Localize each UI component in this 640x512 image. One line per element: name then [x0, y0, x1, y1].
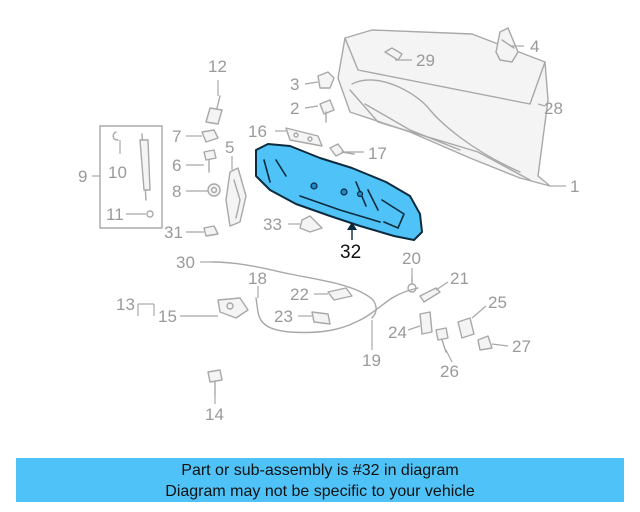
callout-9: 9 [78, 167, 87, 186]
ornament-part-33 [299, 215, 323, 233]
bracket-part-22 [327, 287, 353, 301]
callout-3: 3 [290, 75, 299, 94]
release-cable-part-30 [211, 261, 377, 319]
bracket-part-16 [285, 127, 323, 147]
leader-lines [92, 45, 566, 404]
bolt-part-6 [203, 149, 217, 173]
support-rod-part-12 [205, 95, 223, 125]
callout-24: 24 [388, 323, 407, 342]
callout-17: 17 [368, 144, 387, 163]
callout-28: 28 [544, 99, 563, 118]
latch-part-15 [217, 297, 249, 319]
handle-part-25 [457, 317, 475, 339]
screw-part-26 [435, 327, 449, 353]
hinge-part-5 [225, 167, 247, 227]
parts-diagram: 1 2 3 4 5 6 7 8 9 10 11 12 13 14 15 16 1… [78, 27, 579, 424]
callout-18: 18 [248, 269, 267, 288]
callout-2: 2 [290, 99, 299, 118]
nut-part-7 [201, 129, 219, 143]
bolt-part-17 [329, 143, 355, 157]
grommet-part-8 [207, 183, 221, 197]
callout-12: 12 [208, 57, 227, 76]
callout-32-highlighted: 32 [340, 242, 361, 263]
callout-22: 22 [290, 285, 309, 304]
clip-part-24 [419, 311, 433, 335]
callout-5: 5 [225, 138, 234, 157]
callout-30: 30 [176, 253, 195, 272]
callout-14: 14 [205, 405, 224, 424]
info-banner: Part or sub-assembly is #32 in diagram D… [16, 458, 624, 502]
banner-line-disclaimer: Diagram may not be specific to your vehi… [165, 483, 475, 500]
release-handle-part-20 [407, 275, 417, 293]
highlighted-part-32 [255, 143, 423, 241]
callout-7: 7 [172, 127, 181, 146]
callout-33: 33 [263, 215, 282, 234]
bumper-part-3 [317, 71, 335, 89]
callout-21: 21 [450, 269, 469, 288]
callout-31: 31 [164, 223, 183, 242]
callout-4: 4 [530, 37, 539, 56]
hood-panel [337, 29, 551, 187]
callout-8: 8 [172, 182, 181, 201]
bolt-part-2 [319, 99, 335, 123]
cable-part-18 [255, 287, 419, 334]
callout-16: 16 [248, 122, 267, 141]
clip-part-27 [477, 335, 493, 351]
banner-line-part-info: Part or sub-assembly is #32 in diagram [181, 462, 459, 479]
gas-strut-group-9 [99, 125, 163, 229]
callout-1: 1 [570, 177, 579, 196]
clip-part-31 [203, 225, 219, 237]
bolt-part-14 [207, 369, 223, 397]
callout-20: 20 [402, 249, 421, 268]
release-lever-part-21 [419, 287, 441, 303]
callout-10: 10 [108, 163, 127, 182]
callout-13: 13 [116, 295, 135, 314]
callout-19: 19 [362, 351, 381, 370]
callout-27: 27 [512, 337, 531, 356]
callout-26: 26 [440, 362, 459, 381]
callout-29: 29 [416, 51, 435, 70]
callout-11: 11 [106, 205, 124, 224]
callout-15: 15 [158, 307, 177, 326]
insulator-pad-part-4 [495, 27, 519, 63]
cable-end-part-23 [311, 311, 331, 325]
callout-25: 25 [488, 293, 507, 312]
callout-6: 6 [172, 156, 181, 175]
callout-23: 23 [274, 307, 293, 326]
